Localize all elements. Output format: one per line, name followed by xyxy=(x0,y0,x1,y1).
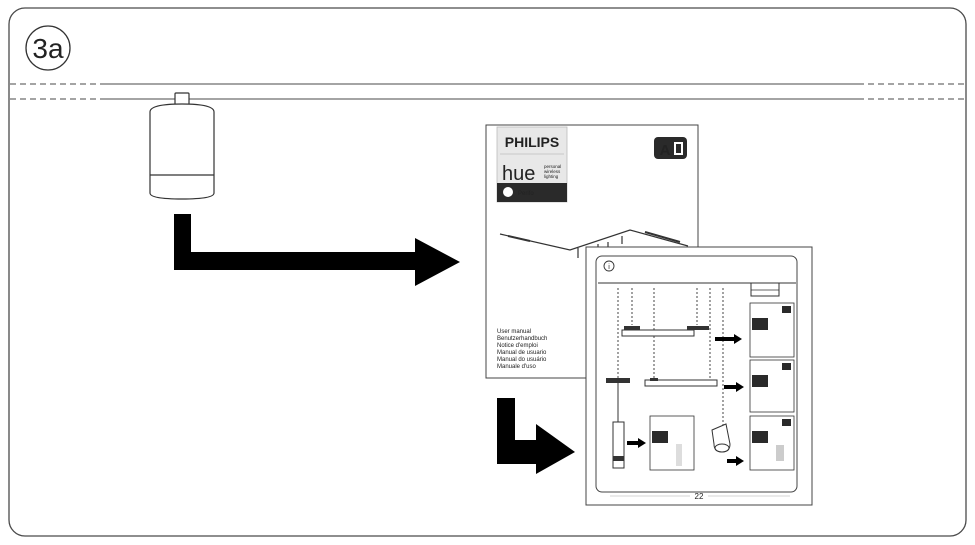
row-3-arrow-right xyxy=(727,456,744,466)
diagram-frame xyxy=(8,7,967,537)
manual-title-2: Benutzerhandbuch xyxy=(497,336,547,342)
manual-brand: PHILIPS xyxy=(505,134,559,150)
pendant-cylinder-band xyxy=(613,456,624,461)
row-3-mini-manual-right-dark xyxy=(752,431,768,443)
row-2-arrow xyxy=(724,382,744,392)
manual-title-1: User manual xyxy=(497,329,531,335)
manual-tagline-3: lighting xyxy=(544,174,559,179)
row-3-mini-manual-right-stripe xyxy=(776,445,784,461)
row-3-mini-manual-right-badge xyxy=(782,419,791,426)
linear-light-1-head-right xyxy=(687,326,709,330)
linear-light-2-head xyxy=(650,378,658,381)
spotlight-tilted-lens xyxy=(714,443,730,453)
manual-page-circle-icon xyxy=(603,260,615,272)
row-1-mini-manual-badge xyxy=(782,306,791,313)
row-1-arrow xyxy=(715,334,742,344)
manual-product-bar xyxy=(497,183,567,202)
linear-light-1-bar xyxy=(621,329,695,337)
manual-title-6: Manuale d'uso xyxy=(497,364,537,370)
manual-product-name: Perifo xyxy=(518,191,534,197)
manual-page-number: 22 xyxy=(695,492,704,501)
manual-title-5: Manual do usuário xyxy=(497,357,547,363)
track-bar xyxy=(644,231,681,243)
row-3-arrow-left xyxy=(627,438,646,448)
page-row-3 xyxy=(612,383,795,471)
page-row-1 xyxy=(621,302,795,358)
row-2-mini-manual-dark xyxy=(752,375,768,387)
manual-page-inner-frame xyxy=(595,255,798,493)
row-2-mini-manual-badge xyxy=(782,363,791,370)
arrow-to-manual xyxy=(174,214,460,286)
manual-track-illustration xyxy=(499,229,689,258)
manual-book-icon-inner xyxy=(676,144,681,153)
step-label: 3a xyxy=(32,33,64,64)
spotlight-body xyxy=(149,103,215,200)
linear-light-1-head-left xyxy=(624,326,640,330)
arrow-to-page xyxy=(497,398,575,474)
step-badge: 3a xyxy=(25,25,71,71)
ceiling xyxy=(10,83,965,100)
cylinder-spotlight xyxy=(149,92,215,200)
track-short xyxy=(507,235,531,242)
pendant-cylinder xyxy=(612,421,625,469)
linear-light-2-bar xyxy=(644,379,718,387)
manual-page: i xyxy=(585,246,813,506)
track-rail xyxy=(499,229,689,251)
manual-product-icon xyxy=(503,187,513,197)
manual-tagline-1: personal xyxy=(544,164,561,169)
manual-page-circle-label: i xyxy=(608,264,610,271)
page-ceiling-box xyxy=(750,282,780,297)
step-badge-circle xyxy=(25,25,71,71)
row-3-mini-manual-left-dark xyxy=(652,431,668,443)
page-row-2 xyxy=(606,359,795,413)
manual-product-line: hue xyxy=(502,163,535,185)
manual-tagline-2: wireless xyxy=(544,169,561,174)
row-3-mini-manual-left-stripe xyxy=(676,444,682,466)
row-1-mini-manual-dark xyxy=(752,318,768,330)
manual-language-letter: A xyxy=(660,142,671,159)
manual-title-3: Notice d'emploi xyxy=(497,343,538,349)
manual-title-4: Manual de usuario xyxy=(497,350,547,356)
pendant-mount xyxy=(606,378,630,383)
